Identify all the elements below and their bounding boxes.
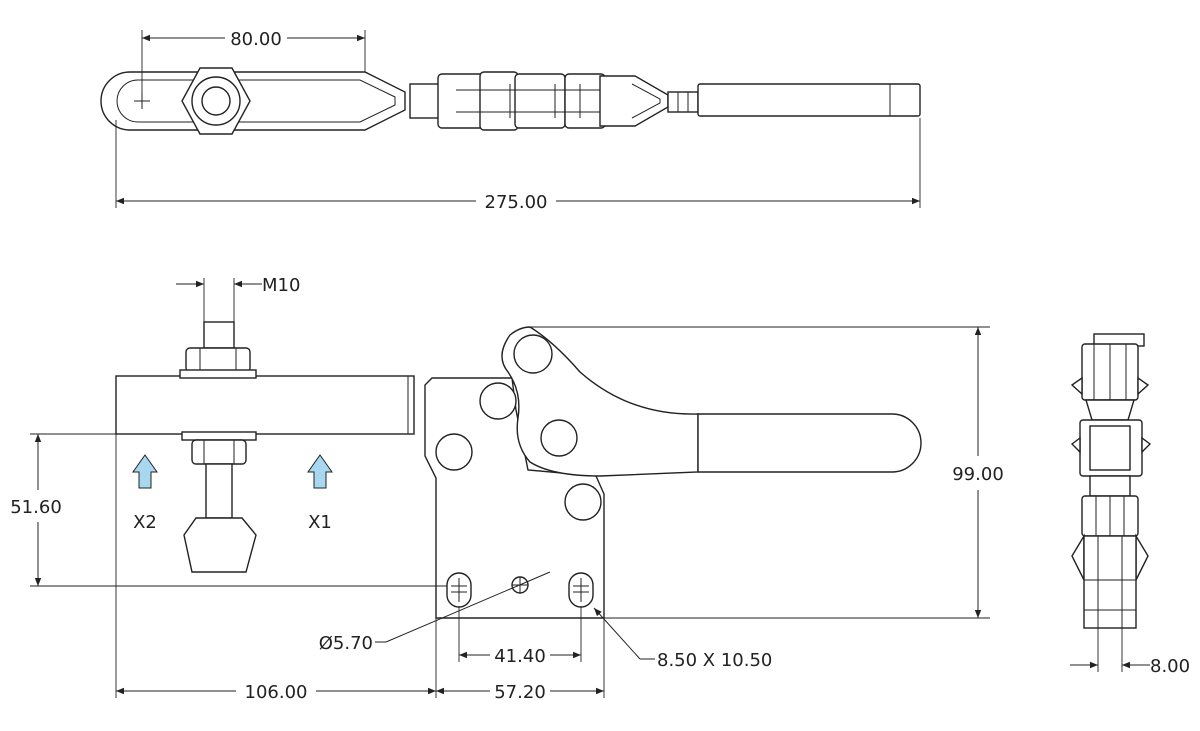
front-view-spindle-tip bbox=[183, 517, 257, 573]
dim-5160: 51.60 bbox=[10, 497, 62, 518]
label-x1: X1 bbox=[308, 512, 332, 533]
dim-side-width: 8.00 bbox=[1150, 656, 1190, 677]
top-view-handle-grip bbox=[697, 83, 921, 117]
side-view: 8.00 bbox=[1070, 333, 1190, 677]
dim-99: 99.00 bbox=[952, 464, 1004, 485]
front-view-bottom-nut bbox=[191, 439, 247, 465]
top-view-yoke bbox=[599, 75, 669, 127]
dim-572: 57.20 bbox=[494, 682, 546, 703]
up-arrow-icon-x2 bbox=[132, 454, 158, 489]
front-view-top-nut bbox=[185, 347, 251, 373]
front-view-spindle bbox=[205, 463, 233, 519]
dim-hole-dia: Ø5.70 bbox=[319, 633, 373, 654]
label-x2: X2 bbox=[133, 512, 157, 533]
front-view: X2 X1 M10 99.00 51.60 Ø5.70 41.40 8. bbox=[10, 275, 1004, 703]
front-view-arm bbox=[115, 375, 415, 435]
dim-hole-spacing: 41.40 bbox=[494, 646, 546, 667]
up-arrow-icon-x1 bbox=[307, 454, 333, 489]
front-view-spindle-top bbox=[203, 321, 235, 349]
side-view-base-legs bbox=[1083, 535, 1137, 629]
dim-275: 275.00 bbox=[485, 192, 548, 213]
dim-slot-size: 8.50 X 10.50 bbox=[657, 650, 772, 671]
front-view-handle-grip bbox=[697, 413, 922, 473]
dim-106: 106.00 bbox=[245, 682, 308, 703]
dim-m10: M10 bbox=[262, 275, 300, 296]
dim-80: 80.00 bbox=[230, 29, 282, 50]
top-view: 80.00 275.00 bbox=[100, 29, 921, 213]
